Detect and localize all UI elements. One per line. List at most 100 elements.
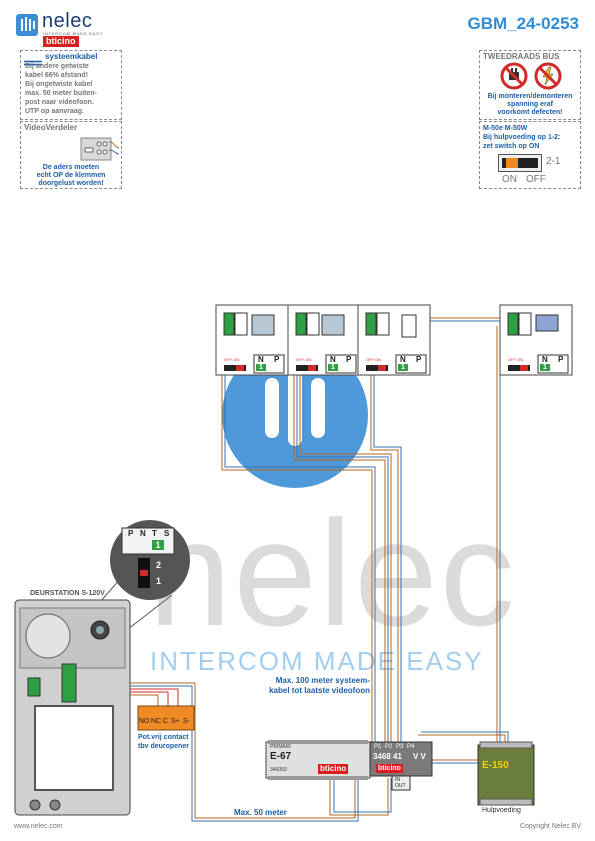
monitor-screen xyxy=(321,314,345,336)
monitor-offon-knob xyxy=(520,365,528,371)
videoverdeler-line: De aders moeten xyxy=(42,164,100,171)
distributor-vv: V V xyxy=(413,752,426,761)
zoom-terminal: P xyxy=(128,529,134,538)
monitor-terminal-labels xyxy=(376,312,390,336)
monitor-address: 1 xyxy=(540,364,550,371)
systeemkabel-line: UTP op aanvraag. xyxy=(25,108,85,115)
monitor-terminal-labels xyxy=(518,312,532,336)
zoom-position-1: 1 xyxy=(156,576,162,586)
monitor-terminal-strip xyxy=(507,312,519,336)
tweedraads-title: TWEEDRAADS BUS xyxy=(483,52,560,61)
relay-terminal-no: NO xyxy=(139,718,150,725)
e67-model: E-67 xyxy=(270,751,292,762)
monitor-terminal-strip xyxy=(223,312,235,336)
dip-switch-icon xyxy=(498,154,542,177)
zoom-terminal: S xyxy=(164,529,170,538)
footer-website: www.nelec.com xyxy=(14,823,63,830)
e67-brand: bticino xyxy=(318,764,349,774)
videoverdeler-title: VideoVerdeler xyxy=(24,123,78,132)
note-switch: M-50e M-50W Bij hulpvoeding op 1-2: zet … xyxy=(479,121,581,189)
monitor-address: 1 xyxy=(256,364,266,371)
e150-unit xyxy=(477,741,535,806)
distributor-in-out: IN OUT xyxy=(395,777,406,789)
monitor-terminal-strip xyxy=(295,312,307,336)
zoom-terminal: T xyxy=(152,529,157,538)
e67-primair: PRIMAIR xyxy=(270,744,291,750)
monitor-address: 1 xyxy=(328,364,338,371)
distributor-terminal: P4 xyxy=(407,744,415,750)
distributor-icon xyxy=(79,136,120,167)
monitor-offon-switch xyxy=(224,365,246,371)
tweedraads-line: voorkomt defecten! xyxy=(497,109,563,116)
monitor-offon-switch xyxy=(366,365,388,371)
distributor-brand: bticino xyxy=(376,764,403,773)
monitor-offon-switch xyxy=(508,365,530,371)
monitor-offon-label: OFF ON xyxy=(508,357,524,362)
tweedraads-line: spanning eraf xyxy=(507,101,553,108)
monitor-offon-knob xyxy=(236,365,244,371)
videoverdeler-line: doorgelust worden! xyxy=(38,180,104,187)
zoom-terminal: N xyxy=(140,529,146,538)
cable-note-max100: Max. 100 meter systeem- xyxy=(275,676,370,685)
cable-icon xyxy=(24,53,42,66)
systeemkabel-line: Bij andere getwiste xyxy=(25,63,89,70)
relay-block xyxy=(137,705,195,731)
switch-line: Bij hulpvoeding op 1-2: xyxy=(483,134,561,141)
monitor-n-label: N xyxy=(542,355,548,364)
monitor-offon-knob xyxy=(378,365,386,371)
distributor-model: 3468 41 xyxy=(373,752,402,761)
no-plug-icon xyxy=(500,62,528,95)
monitor-terminal-strip xyxy=(365,312,377,336)
e67-code: 346050 xyxy=(270,767,287,773)
no-voltage-icon xyxy=(534,62,562,95)
e150-model: E-150 xyxy=(482,760,509,771)
nelec-logo-icon xyxy=(16,14,38,36)
monitor-n-label: N xyxy=(400,355,406,364)
videoverdeler-line: echt OP de klemmen xyxy=(36,172,106,179)
relay-caption: tbv deuropener xyxy=(138,743,189,750)
footer-copyright: Copyright Nelec BV xyxy=(519,823,581,830)
zoom-address: 1 xyxy=(152,540,164,550)
systeemkabel-line: Bij ongetwiste kabel xyxy=(25,81,93,88)
cable-note-max50: Max. 50 meter xyxy=(234,808,287,817)
monitor-screen xyxy=(251,314,275,336)
relay-terminal-c: C xyxy=(163,718,169,725)
partner-brand: bticino xyxy=(43,36,79,47)
monitor-offon-label: OFF ON xyxy=(296,357,312,362)
e150-caption: Hulpvoeding xyxy=(482,807,521,814)
note-videoverdeler: VideoVerdeler De aders moeten echt OP de… xyxy=(20,121,122,189)
distributor-terminal: P3 xyxy=(396,744,404,750)
monitor-offon-label: OFF ON xyxy=(224,357,240,362)
monitor-p-label: P xyxy=(346,355,352,364)
monitor-n-label: N xyxy=(258,355,264,364)
switch-off-label: OFF xyxy=(526,174,546,185)
nelec-logo: nelec INTERCOM MADE EASY bticino xyxy=(16,10,126,47)
monitor-units xyxy=(215,304,573,376)
doc-code: GBM_24-0253 xyxy=(467,14,579,33)
monitor-p-label: P xyxy=(558,355,564,364)
monitor-terminal-labels xyxy=(306,312,320,336)
monitor-offon-label: OFF ON xyxy=(366,357,382,362)
monitor-p-label: P xyxy=(416,355,422,364)
systeemkabel-line: max. 50 meter buiten- xyxy=(25,90,97,97)
systeemkabel-line: kabel 66% afstand! xyxy=(25,72,89,79)
deurstation-title: DEURSTATION S-120V xyxy=(30,590,105,597)
monitor-n-label: N xyxy=(330,355,336,364)
brand-tagline: INTERCOM MADE EASY xyxy=(43,31,104,36)
distributor-terminal: P2 xyxy=(385,744,393,750)
tweedraads-line: Bij monteren/demonteren xyxy=(487,93,573,100)
monitor-address: 1 xyxy=(398,364,408,371)
relay-terminal-s-plus: S+ xyxy=(171,718,180,725)
systeemkabel-title: systeemkabel xyxy=(45,52,98,61)
watermark-logo xyxy=(220,340,370,495)
zoom-box xyxy=(57,520,190,661)
cable-bundle xyxy=(74,317,520,822)
monitor-screen xyxy=(401,314,417,338)
monitor-p-label: P xyxy=(274,355,280,364)
switch-line: zet switch op ON xyxy=(483,143,540,150)
brand-name: nelec xyxy=(42,10,93,32)
watermark-icon xyxy=(222,342,368,488)
switch-side-label: 2-1 xyxy=(546,156,561,167)
monitor-screen xyxy=(535,314,559,332)
